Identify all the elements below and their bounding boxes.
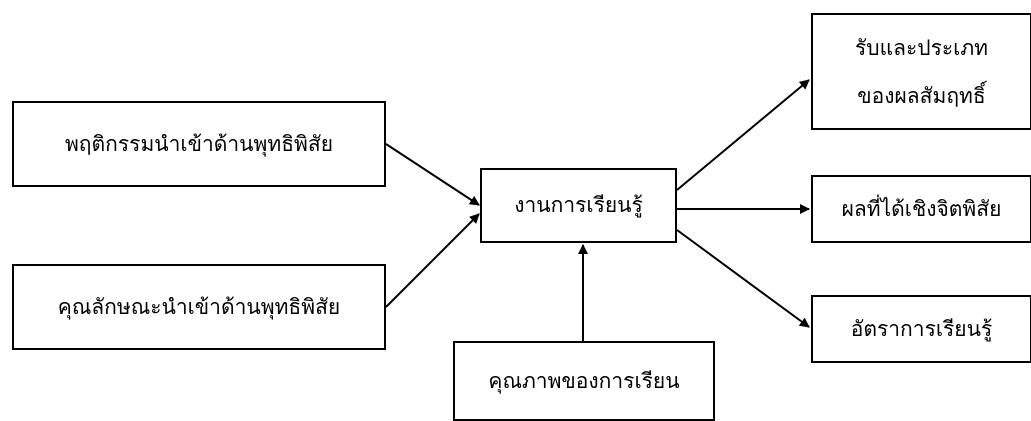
output-affective-box: ผลที่ได้เชิงจิตพิสัย xyxy=(811,175,1031,243)
learning-model-diagram: พฤติกรรมนำเข้าด้านพุทธิพิสัย คุณลักษณะนำ… xyxy=(12,13,1031,421)
arrow-input-behavior-to-center xyxy=(385,143,480,206)
output-achievement-label-line2: ของผลสัมฤทธิ์ xyxy=(857,83,986,108)
input-behavior-label: พฤติกรรมนำเข้าด้านพุทธิพิสัย xyxy=(64,131,334,156)
connector-layer xyxy=(385,79,810,341)
output-affective-label: ผลที่ได้เชิงจิตพิสัย xyxy=(841,196,1002,221)
output-rate-box: อัตราการเรียนรู้ xyxy=(811,295,1031,363)
learning-task-box: งานการเรียนรู้ xyxy=(480,168,677,243)
output-achievement-label-line1: รับและประเภท xyxy=(854,35,989,60)
input-characteristics-label: คุณลักษณะนำเข้าด้านพุทธิพิสัย xyxy=(57,294,341,319)
input-behavior-box: พฤติกรรมนำเข้าด้านพุทธิพิสัย xyxy=(12,101,386,187)
learning-quality-box: คุณภาพของการเรียน xyxy=(453,341,715,421)
arrow-center-to-output-rate xyxy=(676,229,810,328)
output-achievement-box: รับและประเภท ของผลสัมฤทธิ์ xyxy=(811,13,1031,130)
arrow-center-to-output-achievement xyxy=(676,79,810,191)
learning-task-label: งานการเรียนรู้ xyxy=(514,193,643,217)
output-rate-label: อัตราการเรียนรู้ xyxy=(850,316,993,341)
input-characteristics-box: คุณลักษณะนำเข้าด้านพุทธิพิสัย xyxy=(12,264,386,350)
learning-quality-label: คุณภาพของการเรียน xyxy=(488,368,680,393)
arrow-input-characteristics-to-center xyxy=(385,213,480,308)
